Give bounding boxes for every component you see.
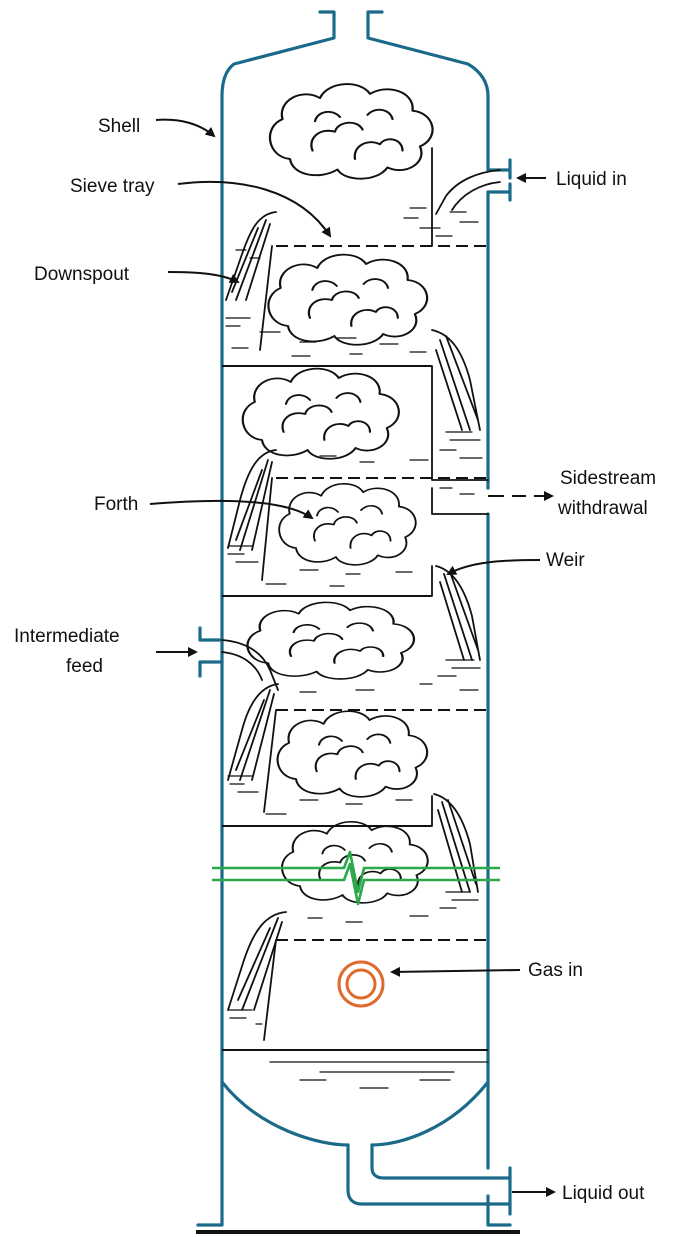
label-withdrawal: withdrawal xyxy=(557,498,648,519)
label-feed: feed xyxy=(66,656,103,677)
label-weir: Weir xyxy=(546,550,585,571)
label-shell: Shell xyxy=(98,116,140,137)
label-sieve-tray: Sieve tray xyxy=(70,176,155,197)
column-shell xyxy=(196,10,512,1227)
label-intermediate: Intermediate xyxy=(14,626,120,647)
label-gas-in: Gas in xyxy=(528,960,583,981)
label-forth: Forth xyxy=(94,494,138,515)
label-downspout: Downspout xyxy=(34,264,130,285)
break-line xyxy=(212,850,500,906)
liquid-surface xyxy=(225,207,489,1089)
label-liquid-out: Liquid out xyxy=(562,1183,645,1204)
gas-inlet-icon xyxy=(337,960,385,1008)
weirs xyxy=(259,147,489,1041)
trays xyxy=(222,245,488,1051)
downspout-flows xyxy=(221,169,501,1011)
leader-arrows xyxy=(149,118,556,1197)
label-sidestream: Sidestream xyxy=(560,468,656,489)
label-liquid-in: Liquid in xyxy=(556,169,627,190)
